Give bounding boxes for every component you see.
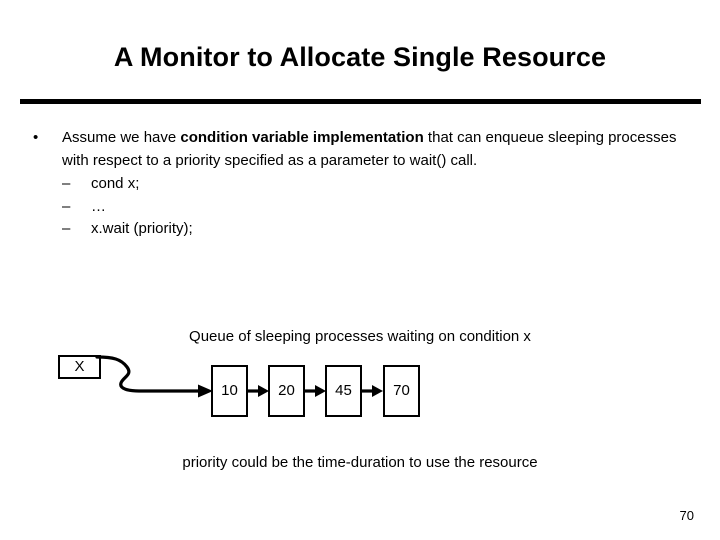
condition-variable-box: X — [58, 355, 101, 379]
dash-marker-icon: – — [62, 220, 71, 237]
queue-node-value: 20 — [278, 382, 295, 399]
queue-diagram: X 10 20 45 70 — [0, 345, 720, 440]
queue-link-arrow-icon — [304, 385, 326, 397]
queue-node-value: 10 — [221, 382, 238, 399]
queue-caption: Queue of sleeping processes waiting on c… — [189, 328, 531, 345]
queue-node-value: 70 — [393, 382, 410, 399]
queue-node: 10 — [211, 365, 248, 417]
bullet-text-emphasis: condition variable implementation — [180, 129, 424, 146]
page-number: 70 — [679, 508, 694, 523]
sub-bullet-list: – cond x; – … – x.wait (priority); — [28, 173, 694, 241]
bullet-text-tail: that can enqueue sleeping processes with… — [62, 129, 677, 169]
queue-link-arrow-icon — [247, 385, 269, 397]
priority-note: priority could be the time-duration to u… — [182, 454, 538, 471]
sub-bullet-label: x.wait (priority); — [91, 220, 193, 237]
queue-link-arrow-icon — [361, 385, 383, 397]
bullet-text-lead: Assume we have — [62, 129, 181, 146]
condition-variable-label: X — [74, 358, 85, 375]
page-title: A Monitor to Allocate Single Resource — [113, 42, 607, 72]
sub-bullet-item-ellipsis: – … — [62, 196, 694, 219]
sub-bullet-label: cond x; — [91, 175, 140, 192]
queue-head-connector-icon — [95, 355, 213, 398]
dash-marker-icon: – — [62, 197, 71, 215]
body-content: • Assume we have condition variable impl… — [28, 127, 694, 241]
queue-node-value: 45 — [335, 382, 352, 399]
title-divider — [20, 99, 701, 104]
queue-node: 45 — [325, 365, 362, 417]
main-bullet-text: Assume we have condition variable implem… — [62, 127, 694, 172]
sub-bullet-item-cond: – cond x; — [62, 173, 694, 196]
dash-marker-icon: – — [62, 175, 71, 192]
sub-bullet-label: … — [91, 197, 106, 215]
queue-node: 70 — [383, 365, 420, 417]
sub-bullet-item-wait: – x.wait (priority); — [62, 218, 694, 241]
main-bullet-item: • Assume we have condition variable impl… — [28, 127, 694, 172]
queue-node: 20 — [268, 365, 305, 417]
bullet-dot-icon: • — [33, 129, 39, 146]
